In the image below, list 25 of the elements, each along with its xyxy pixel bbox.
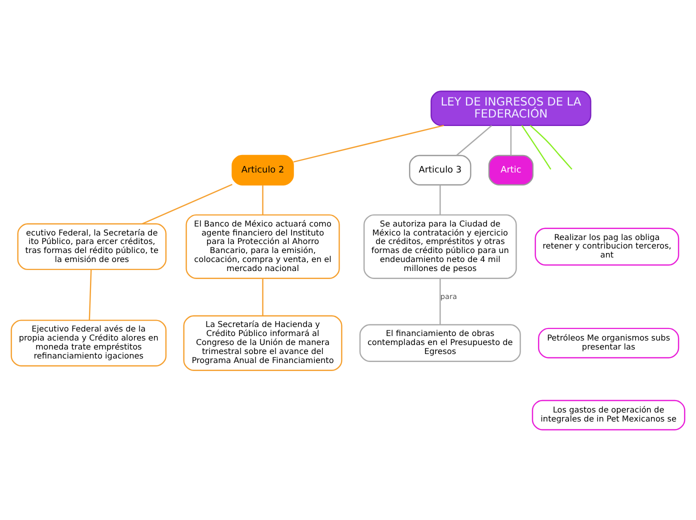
connector [456,124,492,156]
node-box: Artic [488,154,534,185]
connector [142,183,232,224]
connector [440,184,441,214]
connector [293,124,444,162]
node-box: Realizar los pag las obliga retener y contribucion terceros, ant [534,227,680,266]
connector [262,184,264,214]
node-box: Ejecutivo Federal avés de la propia acienda y Crédito alores en moneda trate empréstitos refinanciamiento igaciones [10,319,167,366]
connector [88,268,92,320]
node-box: El Banco de México actuará como agente financiero del Instituto para la Protección al Ahorro Bancario, para la emisión, colocación, compra y venta, en el mercado nacional [186,214,340,278]
connector [530,124,572,170]
edge-label: para [440,291,458,300]
node-box: Se autoriza para la Ciudad de México la contratación y ejercicio de créditos, empréstitos y otras formas de crédito público para un endeudamiento neto de 4 mil millones de pesos [363,214,517,278]
node-box: La Secretaría de Hacienda y Crédito Público informará al Congreso de la Unión de manera trimestral sobre el avance del Programa Anual de Financiamiento [183,314,342,370]
node-box: Articulo 3 [409,154,472,185]
connector [521,124,552,170]
node-box: Articulo 2 [232,154,294,185]
connector [440,278,441,324]
node-box: LEY DE INGRESOS DE LA FEDERACIÓN [430,90,592,126]
connector [510,125,512,155]
connector [262,278,264,316]
node-box: ecutivo Federal, la Secretaría de ito Público, para ercer créditos, tras formas del rédito público, te la emisión de ores [17,222,167,270]
node-box: Petróleos Me organismos subs presentar las [538,327,680,358]
node-box: El financiamiento de obras contempladas en el Presupuesto de Egresos [359,324,521,362]
node-box: Los gastos de operación de integrales de in Pet Mexicanos se [532,399,686,430]
